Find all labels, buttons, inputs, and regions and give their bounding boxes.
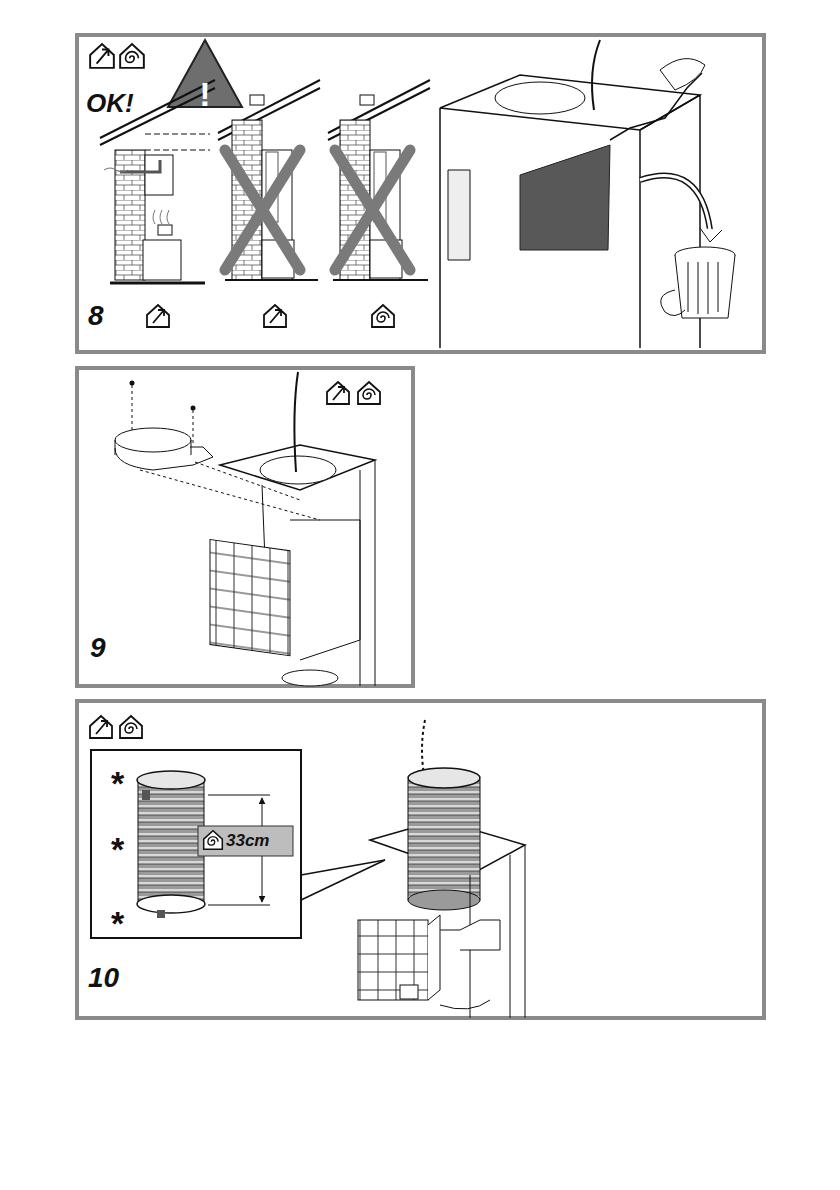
asterisk-mark: * [111, 832, 124, 866]
dimension-label: 33cm [226, 832, 269, 849]
asterisk-mark: * [111, 766, 124, 800]
ok-mark: OK! [86, 90, 134, 116]
asterisk-mark: * [111, 906, 124, 940]
step-number: 10 [88, 964, 119, 992]
step-number: 9 [90, 634, 106, 662]
step-number: 8 [88, 302, 104, 330]
warning-mark: ! [199, 77, 210, 111]
